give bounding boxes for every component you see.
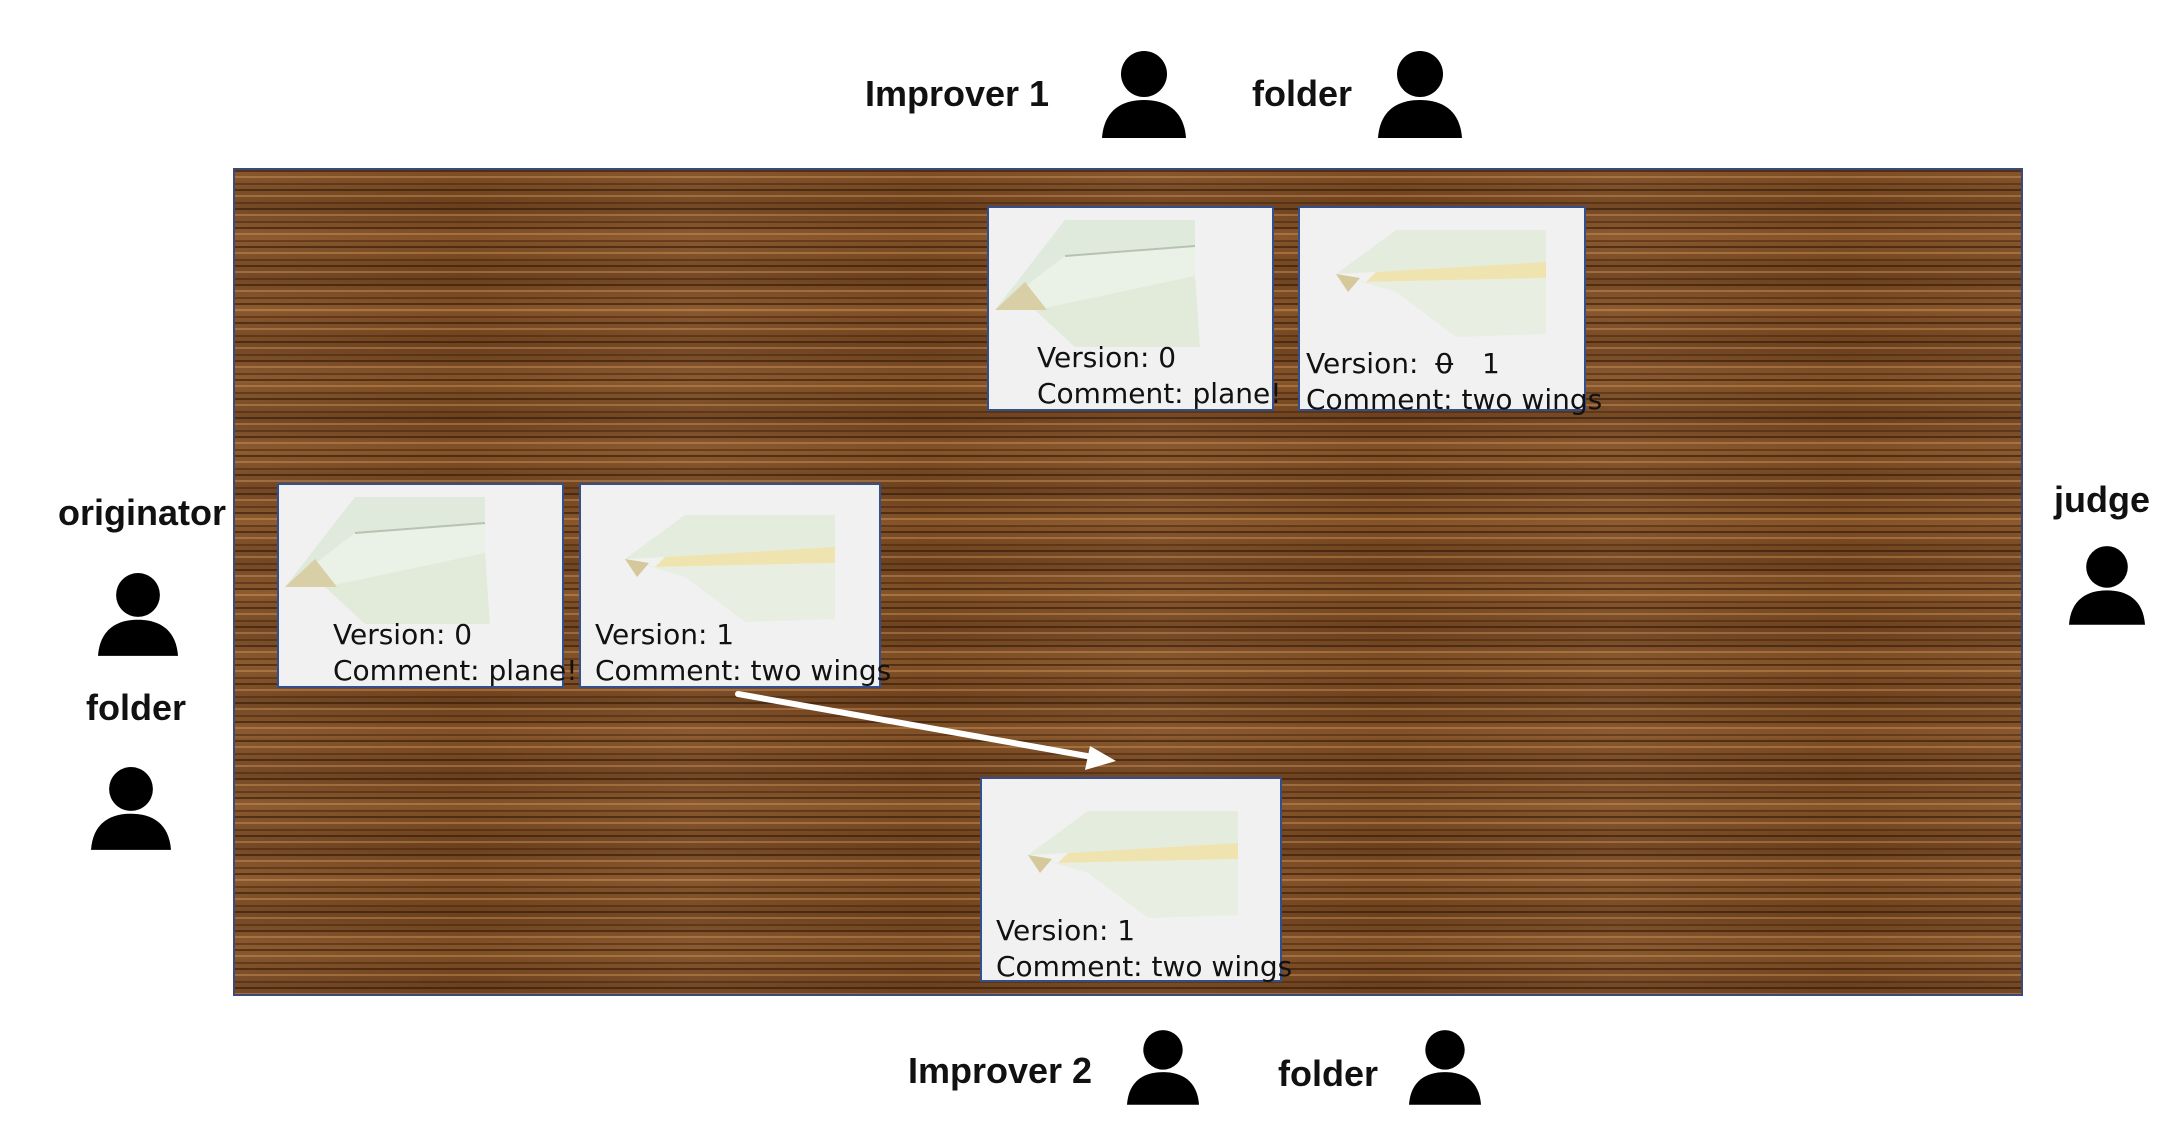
label-folder-bottom: folder: [1278, 1053, 1379, 1094]
person-icon-judge: [2069, 545, 2145, 625]
card-improver2-version-1: Version: 1 Comment: two wings: [980, 777, 1292, 982]
paper-plane-image: [1336, 230, 1546, 337]
card-comment: Comment: plane!: [333, 654, 578, 687]
card-comment: Comment: two wings: [1306, 383, 1603, 416]
person-icon-folder-left: [91, 766, 171, 850]
paper-plane-image: [995, 220, 1200, 347]
version-prefix: Version:: [1306, 347, 1419, 380]
person-icon-improver-1: [1102, 50, 1186, 138]
person-icon-originator: [98, 572, 178, 656]
card-originator-version-0: Version: 0 Comment: plane!: [277, 483, 577, 688]
card-version: Version: 1: [595, 618, 735, 651]
paper-plane-image: [285, 497, 490, 624]
person-icon-folder-top: [1378, 50, 1462, 138]
card-improver1-version-0: Version: 0 Comment: plane!: [987, 206, 1281, 411]
label-improver-1: Improver 1: [865, 73, 1050, 114]
card-comment: Comment: two wings: [996, 950, 1293, 983]
label-improver-2: Improver 2: [908, 1050, 1093, 1091]
version-old-struck: 0: [1435, 347, 1454, 380]
label-folder-top: folder: [1252, 73, 1353, 114]
paper-plane-image: [1028, 811, 1238, 918]
paper-plane-image: [625, 515, 835, 622]
card-version: Version: 0: [1037, 341, 1177, 374]
card-originator-version-1: Version: 1 Comment: two wings: [579, 483, 891, 688]
card-version: Version: 0 1: [1306, 350, 1500, 378]
card-comment: Comment: two wings: [595, 654, 892, 687]
card-comment: Comment: plane!: [1037, 377, 1282, 410]
card-version: Version: 0: [333, 618, 473, 651]
version-new: 1: [1482, 347, 1500, 380]
label-judge: judge: [2054, 479, 2150, 520]
card-version: Version: 1: [996, 914, 1136, 947]
person-icon-folder-bottom: [1409, 1029, 1481, 1105]
label-originator: originator: [58, 492, 226, 533]
label-folder-left: folder: [86, 687, 187, 728]
person-icon-improver-2: [1127, 1029, 1199, 1105]
card-improver1-version-1: Version: 0 1 Comment: two wings: [1298, 206, 1602, 414]
